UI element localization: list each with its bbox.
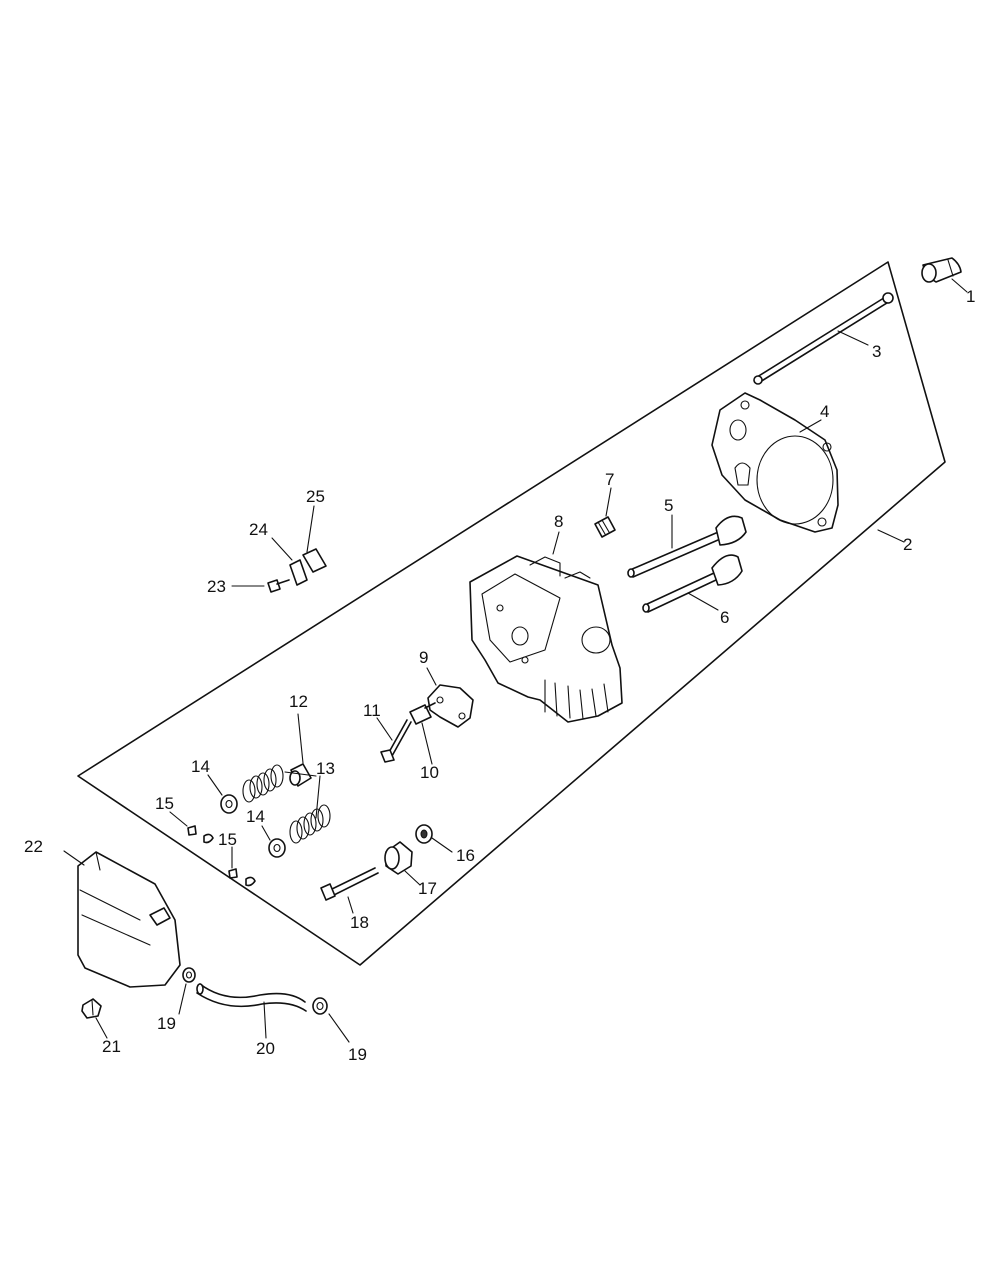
callout-21: 21 [102, 1037, 121, 1056]
callout-8: 8 [554, 512, 563, 531]
part-15-keepers-upper[interactable] [187, 825, 214, 844]
part-12-cap[interactable] [289, 763, 312, 787]
part-19-clamp-left[interactable] [182, 967, 196, 983]
callout-labels: 1 3 4 2 5 6 7 8 9 10 11 12 13 14 14 15 1… [24, 287, 975, 1064]
assembly-boundary [77, 261, 946, 966]
callout-24: 24 [249, 520, 268, 539]
callout-15-upper: 15 [155, 794, 174, 813]
callout-5: 5 [664, 496, 673, 515]
part-22-valve-cover[interactable] [77, 851, 181, 988]
callout-19-right: 19 [348, 1045, 367, 1064]
callout-4: 4 [820, 402, 829, 421]
part-20-breather-hose[interactable] [196, 983, 307, 1012]
leader-lines [63, 278, 968, 1043]
part-23-screw[interactable] [267, 579, 290, 593]
callout-14-lower: 14 [246, 807, 265, 826]
part-10-stud[interactable] [409, 702, 436, 725]
part-25-bracket[interactable] [302, 548, 327, 573]
part-9-plate[interactable] [427, 684, 474, 728]
part-11-bolt[interactable] [380, 719, 412, 763]
callout-3: 3 [872, 342, 881, 361]
callout-23: 23 [207, 577, 226, 596]
callout-18: 18 [350, 913, 369, 932]
callout-20: 20 [256, 1039, 275, 1058]
callout-7: 7 [605, 470, 614, 489]
part-15-keepers-lower[interactable] [228, 868, 256, 887]
part-17-spacer[interactable] [384, 841, 413, 875]
part-3-push-rod[interactable] [753, 292, 894, 385]
part-14-retainer-lower[interactable] [268, 838, 286, 858]
part-16-seal[interactable] [415, 824, 433, 844]
part-1-sleeve[interactable] [921, 257, 962, 283]
part-5-valve[interactable] [627, 515, 747, 578]
callout-10: 10 [420, 763, 439, 782]
part-8-cylinder-head[interactable] [469, 555, 623, 723]
callout-17: 17 [418, 879, 437, 898]
callout-19-left: 19 [157, 1014, 176, 1033]
callout-1: 1 [966, 287, 975, 306]
part-14-retainer-upper[interactable] [220, 794, 238, 814]
part-6-valve[interactable] [642, 554, 743, 613]
callout-16: 16 [456, 846, 475, 865]
callout-22: 22 [24, 837, 43, 856]
part-18-head-bolt[interactable] [320, 867, 379, 901]
callout-25: 25 [306, 487, 325, 506]
callout-6: 6 [720, 608, 729, 627]
callout-12: 12 [289, 692, 308, 711]
callout-14-upper: 14 [191, 757, 210, 776]
callout-2: 2 [903, 535, 912, 554]
part-21-screw[interactable] [81, 998, 102, 1019]
part-19-clamp-right[interactable] [312, 997, 328, 1015]
callout-11: 11 [363, 701, 381, 720]
callout-13: 13 [316, 759, 335, 778]
callout-9: 9 [419, 648, 428, 667]
part-24-clip[interactable] [289, 559, 308, 586]
part-7-small-cylinder[interactable] [594, 516, 616, 538]
part-13-valve-springs[interactable] [242, 764, 331, 844]
callout-15-lower: 15 [218, 830, 237, 849]
